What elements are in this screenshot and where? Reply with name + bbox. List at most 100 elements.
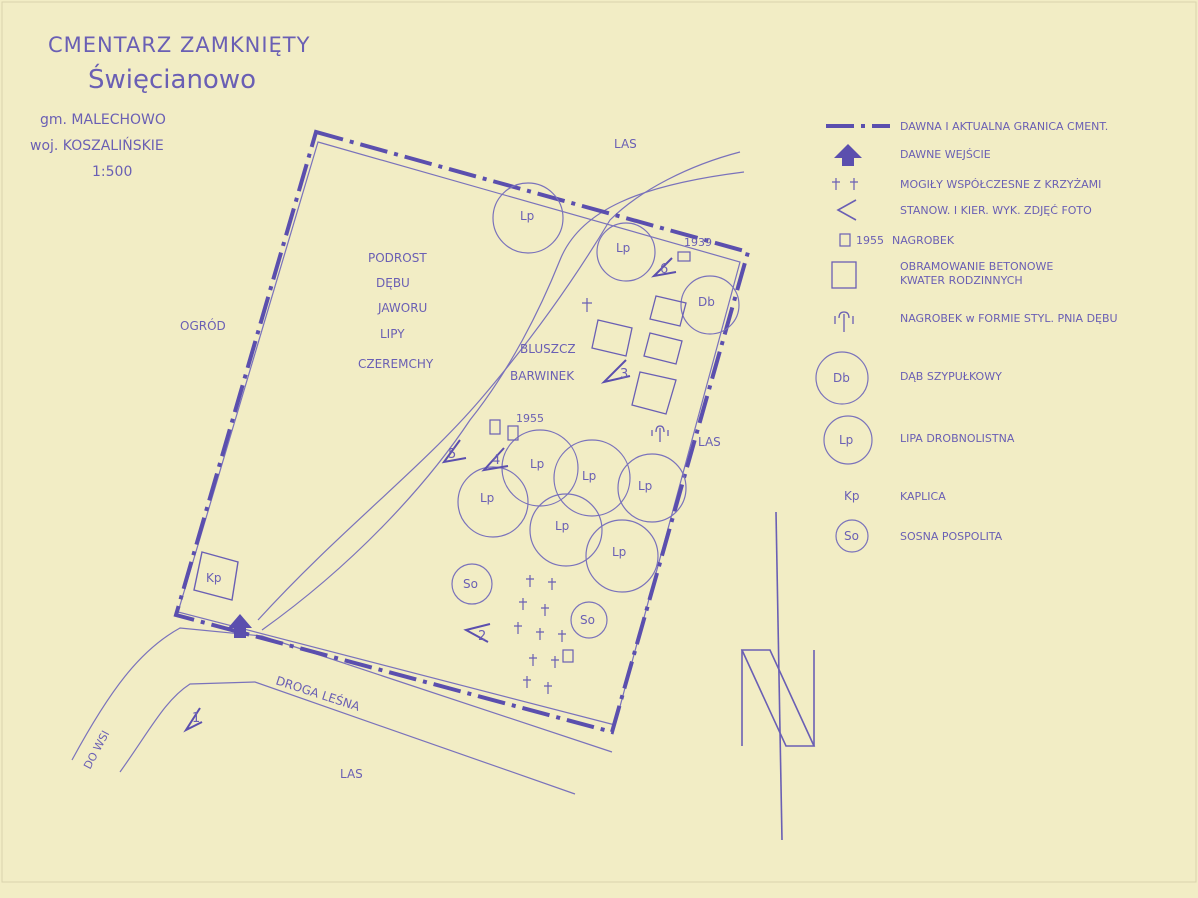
cross-icon — [548, 578, 556, 590]
cemetery-boundary — [173, 129, 751, 735]
chapel: Kp — [193, 551, 239, 601]
legend-photo-label: STANOW. I KIER. WYK. ZDJĘĆ FOTO — [900, 204, 1092, 217]
pine-label-2: So — [580, 613, 595, 627]
legend-pine-symbol: So — [844, 529, 859, 543]
inner-path-right — [261, 171, 745, 631]
linden-tree-7 — [529, 493, 603, 567]
cross-icon — [541, 604, 549, 616]
title-place: Święcianowo — [88, 63, 256, 95]
north-arrow-icon — [740, 511, 816, 841]
photo-station-1-label: 1 — [192, 711, 200, 726]
legend-gravestone-year: 1955 — [856, 234, 884, 247]
linden-tree-5 — [553, 439, 631, 517]
linden-tree-8 — [585, 519, 659, 593]
pine-label-1: So — [463, 577, 478, 591]
linden-label-6: Lp — [638, 479, 652, 493]
family-plot-2 — [649, 295, 687, 327]
title-line1: CMENTARZ ZAMKNIĘTY — [48, 33, 310, 57]
linden-label-4: Lp — [480, 491, 494, 505]
oak-label: Db — [698, 295, 715, 309]
gravestone-c — [562, 649, 574, 663]
legend-boundary-label: DAWNA I AKTUALNA GRANICA CMENT. — [900, 120, 1108, 133]
photo-station-3-icon — [600, 359, 631, 384]
legend-pine-icon — [835, 519, 869, 553]
gravestone-a — [489, 419, 501, 435]
forest-road-lower — [119, 681, 576, 795]
legend-family-label: OBRAMOWANIE BETONOWE — [900, 260, 1053, 273]
label-las-right: LAS — [698, 435, 721, 449]
cross-icon — [514, 622, 522, 634]
photo-station-4-label: 4 — [492, 453, 500, 468]
north-n-diagonal — [740, 649, 816, 747]
legend-gravestone-icon — [839, 233, 851, 247]
label-czeremchy: CZEREMCHY — [358, 357, 434, 371]
north-line — [775, 511, 783, 841]
cross-icon — [551, 656, 559, 668]
photo-station-5-icon — [441, 439, 467, 464]
title-block: CMENTARZ ZAMKNIĘTY Święcianowo gm. MALEC… — [30, 33, 310, 180]
family-plot-4 — [631, 371, 677, 415]
title-gmina: gm. MALECHOWO — [40, 112, 166, 128]
label-lipy: LIPY — [380, 327, 405, 341]
cross-icon — [519, 598, 527, 610]
oak-tree — [680, 275, 740, 335]
legend-linden-icon — [823, 415, 873, 465]
label-bluszcz: BLUSZCZ — [520, 342, 576, 356]
linden-label-8: Lp — [612, 545, 626, 559]
linden-label-3: Lp — [530, 457, 544, 471]
linden-label-7: Lp — [555, 519, 569, 533]
photo-station-6-icon — [651, 257, 677, 278]
forest-road-upper — [71, 627, 613, 761]
chapel-outline — [193, 551, 239, 601]
label-las-top: LAS — [614, 137, 637, 151]
photo-stations — [183, 257, 677, 733]
family-plot-3 — [643, 332, 683, 365]
trunk-gravestone-icon — [651, 425, 669, 442]
legend-graves-icon — [832, 178, 858, 190]
legend-oak-symbol: Db — [833, 371, 850, 385]
chapel-label: Kp — [206, 571, 222, 585]
photo-station-2-label: 2 — [478, 629, 486, 644]
legend-photo-icon — [836, 199, 857, 221]
gravestone-1939 — [677, 251, 691, 262]
linden-label-1: Lp — [520, 209, 534, 223]
pine-tree-2 — [570, 601, 608, 639]
linden-label-5: Lp — [582, 469, 596, 483]
grave-crosses — [514, 298, 592, 694]
legend-entrance-icon — [834, 144, 862, 166]
photo-station-1-icon — [183, 707, 203, 733]
linden-tree-1 — [492, 182, 564, 254]
entrance-arrow-icon — [228, 614, 252, 638]
cross-icon — [582, 298, 592, 312]
pine-tree-1 — [451, 563, 493, 605]
cross-icon — [523, 676, 531, 688]
trees: Lp Lp Db Lp Lp Lp Lp Lp Lp So So — [451, 182, 740, 639]
legend-chapel-symbol: Kp — [844, 489, 860, 503]
legend-linden-label: LIPA DROBNOLISTNA — [900, 432, 1015, 445]
roads — [71, 151, 745, 795]
photo-station-2-icon — [463, 623, 491, 643]
legend-chapel-label: KAPLICA — [900, 490, 946, 503]
label-debu: DĘBU — [376, 276, 410, 290]
family-plot-1 — [591, 319, 633, 357]
label-las-bottom: LAS — [340, 767, 363, 781]
legend-family-label2: KWATER RODZINNYCH — [900, 274, 1023, 287]
legend-trunk-label: NAGROBEK w FORMIE STYL. PNIA DĘBU — [900, 312, 1118, 325]
photo-station-6-label: 6 — [660, 262, 668, 277]
photo-station-5-label: 5 — [448, 447, 456, 462]
photo-station-4-icon — [481, 447, 509, 472]
legend-trunk-icon — [834, 311, 854, 332]
gravestone-b — [507, 425, 519, 441]
family-plots — [489, 251, 691, 663]
label-1955: 1955 — [516, 412, 544, 425]
label-1939: 1939 — [684, 236, 712, 249]
linden-tree-2 — [596, 222, 656, 282]
title-scale: 1:500 — [92, 164, 132, 180]
legend-oak-icon — [815, 351, 869, 405]
legend-linden-symbol: Lp — [839, 433, 853, 447]
cross-icon — [544, 682, 552, 694]
cross-icon — [526, 575, 534, 587]
legend-family-icon — [831, 261, 857, 289]
